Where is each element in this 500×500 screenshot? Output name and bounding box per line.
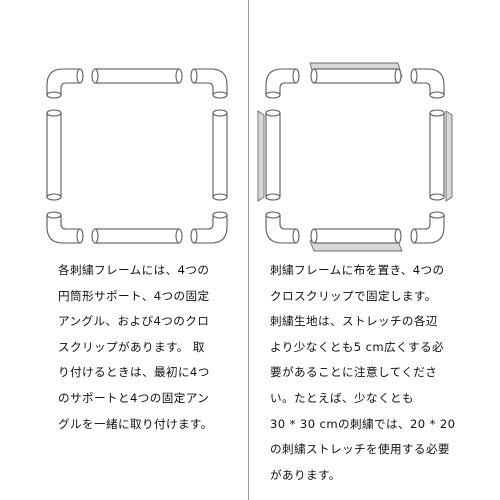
- bottom-right-corner-angle: [190, 211, 228, 244]
- right-cylinder-support: [212, 109, 228, 201]
- caption-line: り付けるときは、最初に4つ: [58, 365, 210, 380]
- caption-line: アングル、および4つのクロ: [58, 314, 210, 329]
- caption-line: 要があることに注意してくださ: [270, 365, 438, 380]
- frame-parts-illustration: [46, 68, 228, 244]
- top-right-corner-angle: [410, 68, 445, 99]
- left-cylinder-support: [46, 109, 62, 201]
- top-left-corner-angle: [265, 68, 300, 99]
- bottom-right-corner-angle: [410, 211, 445, 244]
- bottom-fabric-clip: [309, 228, 403, 252]
- caption-line: スクリップがあります。 取: [58, 339, 205, 354]
- frame-with-fabric-illustration: [257, 62, 453, 252]
- caption-line: の刺繍ストレッチを使用する必要: [270, 442, 450, 457]
- caption-line: 刺繍生地は、ストレッチの各辺: [270, 314, 438, 329]
- right-fabric-clip: [429, 109, 453, 202]
- top-right-corner-angle: [190, 68, 228, 99]
- caption-line: 各刺繍フレームには、4つの: [58, 263, 210, 277]
- bottom-cylinder-support: [91, 228, 183, 244]
- caption-line: のサポートと4つの固定アン: [58, 390, 210, 405]
- caption-line: 刺繍フレームに布を置き、4つの: [270, 263, 445, 277]
- caption-line: 円筒形サポート、4つの固定: [58, 288, 210, 303]
- assembly-instructions: 各刺繍フレームには、4つの 円筒形サポート、4つの固定 アングル、および4つのク…: [58, 258, 213, 437]
- caption-line: より少なくとも5 cm広くする必: [270, 339, 445, 354]
- fabric-instructions: 刺繍フレームに布を置き、4つの クロスクリップで固定します。 刺繍生地は、ストレ…: [270, 258, 455, 488]
- bottom-left-corner-angle: [46, 211, 84, 244]
- top-fabric-clip: [309, 62, 403, 84]
- left-fabric-clip: [257, 109, 281, 202]
- bottom-left-corner-angle: [265, 211, 300, 244]
- caption-line: があります。: [270, 467, 341, 482]
- top-left-corner-angle: [46, 68, 84, 99]
- caption-line: クロスクリップで固定します。: [270, 288, 437, 303]
- caption-line: い。たとえば、少なくとも: [270, 390, 414, 405]
- center-divider: [248, 0, 249, 500]
- caption-line: グルを一緒に取り付けます。: [58, 416, 213, 431]
- frame-parts-diagram: [0, 55, 240, 255]
- frame-with-fabric-diagram: [252, 55, 492, 255]
- caption-line: 30 * 30 cmの刺繍では、20 * 20: [270, 416, 456, 431]
- top-cylinder-support: [91, 68, 183, 84]
